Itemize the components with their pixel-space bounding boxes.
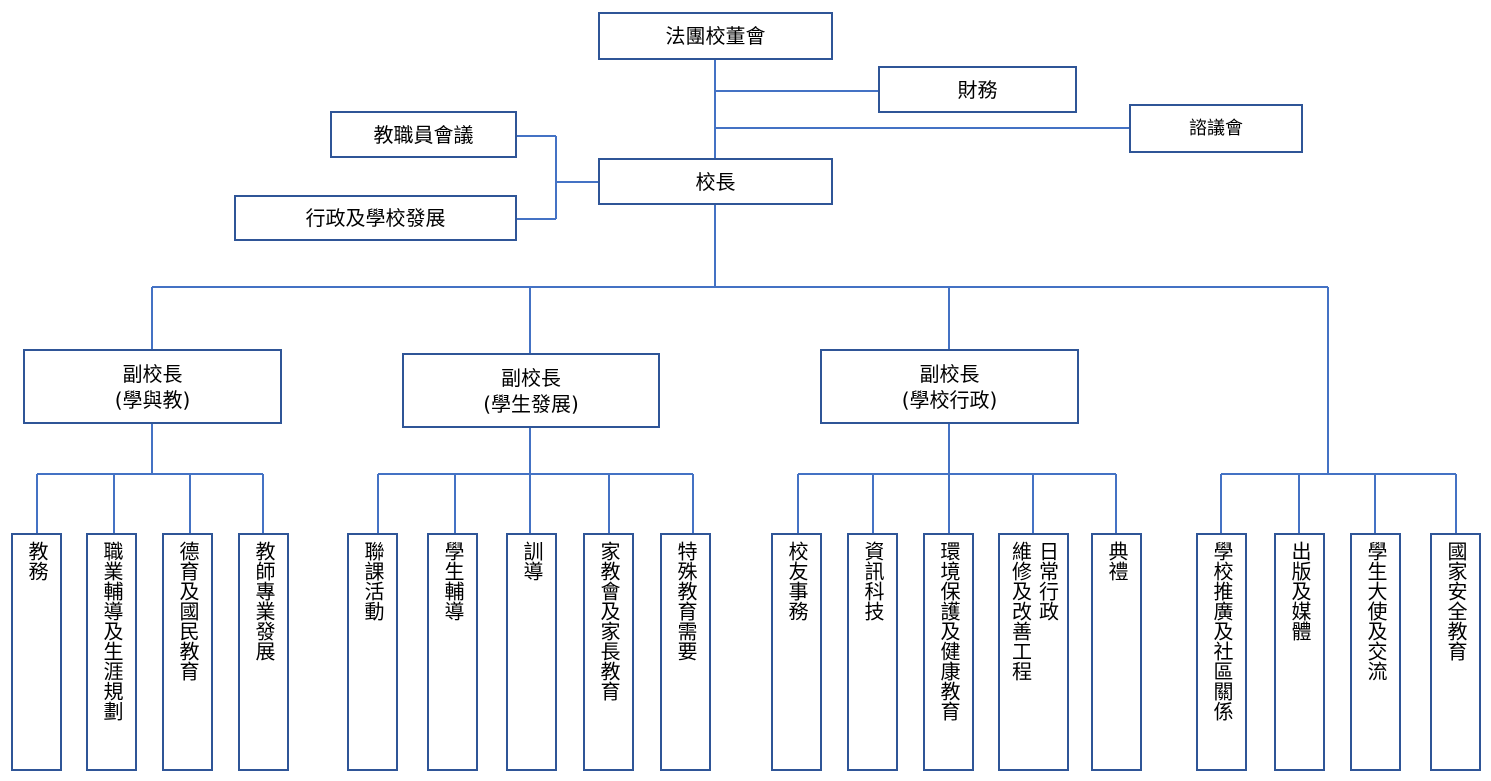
advisory-label: 諮議會 xyxy=(1189,117,1243,139)
unit-label: 德育及國民教育 xyxy=(176,541,200,681)
unit-alumni: 校友事務 xyxy=(771,533,822,771)
unit-extracurricular: 聯課活動 xyxy=(347,533,398,771)
admin-dev-label: 行政及學校發展 xyxy=(305,206,446,230)
unit-academic-affairs: 教務 xyxy=(11,533,62,771)
unit-label: 校友事務 xyxy=(785,541,809,621)
unit-school-promotion: 學校推廣及社區關係 xyxy=(1196,533,1247,771)
principal-label: 校長 xyxy=(695,169,736,194)
unit-label: 資訊科技 xyxy=(861,541,885,621)
vp-student-box: 副校長 (學生發展) xyxy=(402,353,660,428)
admin-dev-box: 行政及學校發展 xyxy=(234,195,517,241)
finance-box: 財務 xyxy=(878,66,1077,113)
unit-label: 維修及改善工程 xyxy=(1008,541,1033,681)
unit-label: 學校推廣及社區關係 xyxy=(1210,541,1234,721)
unit-label: 教師專業發展 xyxy=(252,541,276,661)
unit-national-security: 國家安全教育 xyxy=(1430,533,1481,771)
vp-student-area: (學生發展) xyxy=(483,391,579,416)
unit-daily-admin-maintenance: 日常行政 維修及改善工程 xyxy=(998,533,1069,771)
unit-label: 家教會及家長教育 xyxy=(597,541,621,701)
unit-student-ambassador: 學生大使及交流 xyxy=(1350,533,1401,771)
unit-label: 教務 xyxy=(25,541,49,581)
finance-label: 財務 xyxy=(957,77,998,102)
vp-teaching-title: 副校長 xyxy=(122,361,183,386)
unit-pta: 家教會及家長教育 xyxy=(583,533,634,771)
vp-teaching-box: 副校長 (學與教) xyxy=(23,349,282,424)
unit-label: 日常行政 xyxy=(1035,541,1060,621)
principal-box: 校長 xyxy=(598,158,833,205)
vp-student-title: 副校長 xyxy=(501,365,561,390)
board-box: 法團校董會 xyxy=(598,12,833,60)
advisory-box: 諮議會 xyxy=(1129,104,1303,153)
unit-special-needs: 特殊教育需要 xyxy=(660,533,711,771)
unit-label: 職業輔導及生涯規劃 xyxy=(100,541,124,721)
staff-meeting-label: 教職員會議 xyxy=(373,122,474,147)
unit-label: 學生大使及交流 xyxy=(1364,541,1388,681)
unit-environment-health: 環境保護及健康教育 xyxy=(923,533,974,771)
unit-label: 環境保護及健康教育 xyxy=(937,541,961,721)
unit-label: 學生輔導 xyxy=(441,541,465,621)
unit-label: 典禮 xyxy=(1105,541,1129,581)
unit-ceremony: 典禮 xyxy=(1091,533,1142,771)
unit-it: 資訊科技 xyxy=(847,533,898,771)
staff-meeting-box: 教職員會議 xyxy=(330,111,517,158)
unit-label: 國家安全教育 xyxy=(1444,541,1468,661)
vp-admin-box: 副校長 (學校行政) xyxy=(820,349,1079,424)
vp-teaching-area: (學與教) xyxy=(114,387,191,412)
board-label: 法團校董會 xyxy=(665,24,766,48)
unit-discipline: 訓導 xyxy=(506,533,557,771)
unit-label: 聯課活動 xyxy=(361,541,385,621)
unit-label: 出版及媒體 xyxy=(1288,541,1312,641)
vp-admin-title: 副校長 xyxy=(919,361,980,386)
unit-teacher-development: 教師專業發展 xyxy=(238,533,289,771)
unit-moral-national-education: 德育及國民教育 xyxy=(162,533,213,771)
unit-publication-media: 出版及媒體 xyxy=(1274,533,1325,771)
unit-career-guidance: 職業輔導及生涯規劃 xyxy=(86,533,137,771)
vp-admin-area: (學校行政) xyxy=(901,387,998,412)
unit-label: 訓導 xyxy=(520,541,544,581)
unit-label: 特殊教育需要 xyxy=(674,541,698,661)
unit-student-guidance: 學生輔導 xyxy=(427,533,478,771)
